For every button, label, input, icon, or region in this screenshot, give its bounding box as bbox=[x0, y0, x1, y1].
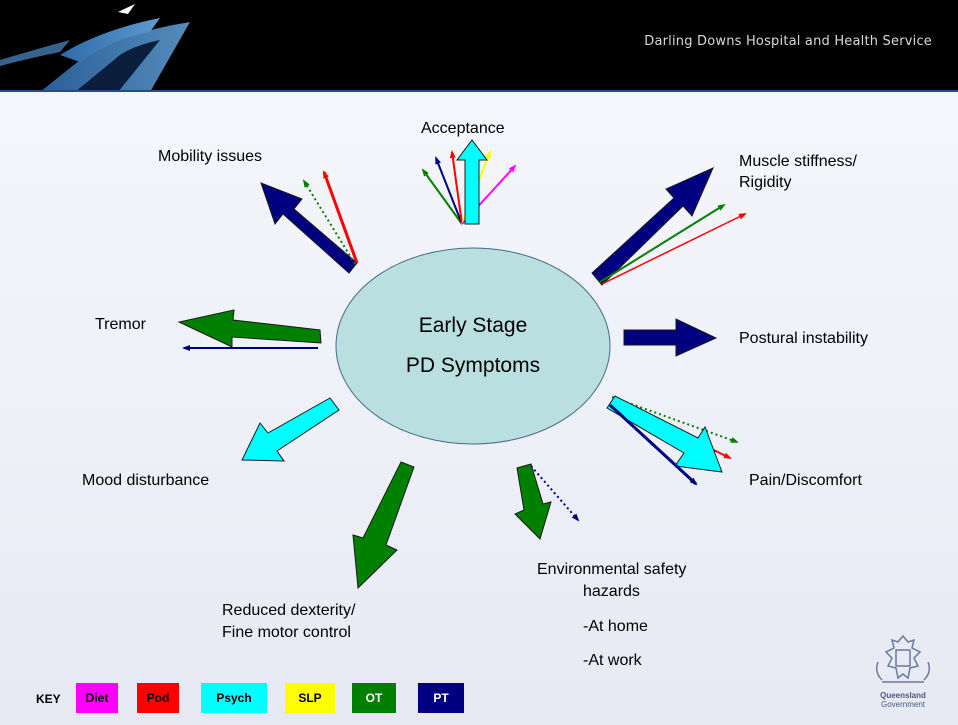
acceptance-arrow-psych bbox=[456, 139, 488, 225]
acceptance-arrow-pt bbox=[435, 156, 463, 225]
key-ot: OT bbox=[352, 683, 396, 713]
dexterity-arrow-ot bbox=[352, 461, 415, 590]
center-title-line2: PD Symptoms bbox=[405, 354, 541, 377]
label-environment-line2: hazards bbox=[583, 583, 640, 600]
key-pt: PT bbox=[418, 683, 464, 713]
key-slp: SLP bbox=[285, 683, 335, 713]
muscle-arrow-pt bbox=[591, 167, 714, 286]
queensland-government-logo: Queensland Government bbox=[870, 632, 936, 709]
label-tremor: Tremor bbox=[95, 316, 146, 333]
key-diet: Diet bbox=[76, 683, 118, 713]
mood-arrow-psych bbox=[241, 397, 340, 462]
label-environment-home: -At home bbox=[583, 618, 648, 635]
key-psych: Psych bbox=[201, 683, 267, 713]
label-mobility: Mobility issues bbox=[158, 148, 263, 165]
label-dexterity-line1: Reduced dexterity/ bbox=[222, 602, 356, 619]
label-pain: Pain/Discomfort bbox=[749, 472, 862, 489]
label-acceptance: Acceptance bbox=[421, 120, 505, 137]
muscle-arrow-pod bbox=[601, 213, 747, 285]
label-environment-work: -At work bbox=[583, 652, 642, 669]
logo-line1: Queensland bbox=[880, 691, 926, 700]
key-diet-label: Diet bbox=[85, 691, 109, 705]
organisation-name: Darling Downs Hospital and Health Servic… bbox=[644, 34, 932, 49]
center-ellipse bbox=[335, 247, 611, 445]
pain-arrow-psych bbox=[606, 395, 723, 473]
header-banner: Darling Downs Hospital and Health Servic… bbox=[0, 0, 958, 92]
acceptance-arrow-ot bbox=[421, 168, 463, 225]
key-pod: Pod bbox=[137, 683, 179, 713]
label-environment-line1: Environmental safety bbox=[537, 561, 687, 578]
key-psych-label: Psych bbox=[216, 691, 252, 705]
key-pt-label: PT bbox=[433, 691, 449, 705]
environment-arrow-pt bbox=[530, 465, 580, 522]
key-slp-label: SLP bbox=[298, 691, 322, 705]
mobility-arrow-pt bbox=[260, 182, 358, 274]
tremor-arrow-ot bbox=[177, 309, 322, 348]
acceptance-arrow-pod bbox=[449, 150, 463, 225]
coat-of-arms-icon bbox=[875, 634, 931, 683]
key-ot-label: OT bbox=[365, 691, 383, 705]
header-divider bbox=[0, 90, 958, 92]
key-pod-label: Pod bbox=[146, 691, 170, 705]
logo-line2: Government bbox=[880, 700, 926, 709]
mobility-arrow-pod bbox=[322, 170, 359, 264]
label-muscle-line1: Muscle stiffness/ bbox=[739, 153, 857, 170]
pain-arrow-ot bbox=[611, 396, 739, 443]
center-title-line1: Early Stage bbox=[418, 314, 528, 337]
label-mood: Mood disturbance bbox=[82, 472, 210, 489]
mobility-arrow-ot bbox=[302, 179, 356, 265]
pain-arrow-pt bbox=[608, 403, 698, 486]
label-dexterity-line2: Fine motor control bbox=[222, 624, 351, 641]
muscle-arrow-ot bbox=[599, 203, 726, 283]
brand-swoosh-icon bbox=[0, 4, 190, 92]
key-title: KEY bbox=[36, 692, 61, 706]
postural-arrow-pt bbox=[623, 318, 718, 357]
label-postural: Postural instability bbox=[739, 330, 868, 347]
environment-arrow-ot bbox=[514, 463, 552, 540]
label-muscle-line2: Rigidity bbox=[739, 174, 792, 191]
